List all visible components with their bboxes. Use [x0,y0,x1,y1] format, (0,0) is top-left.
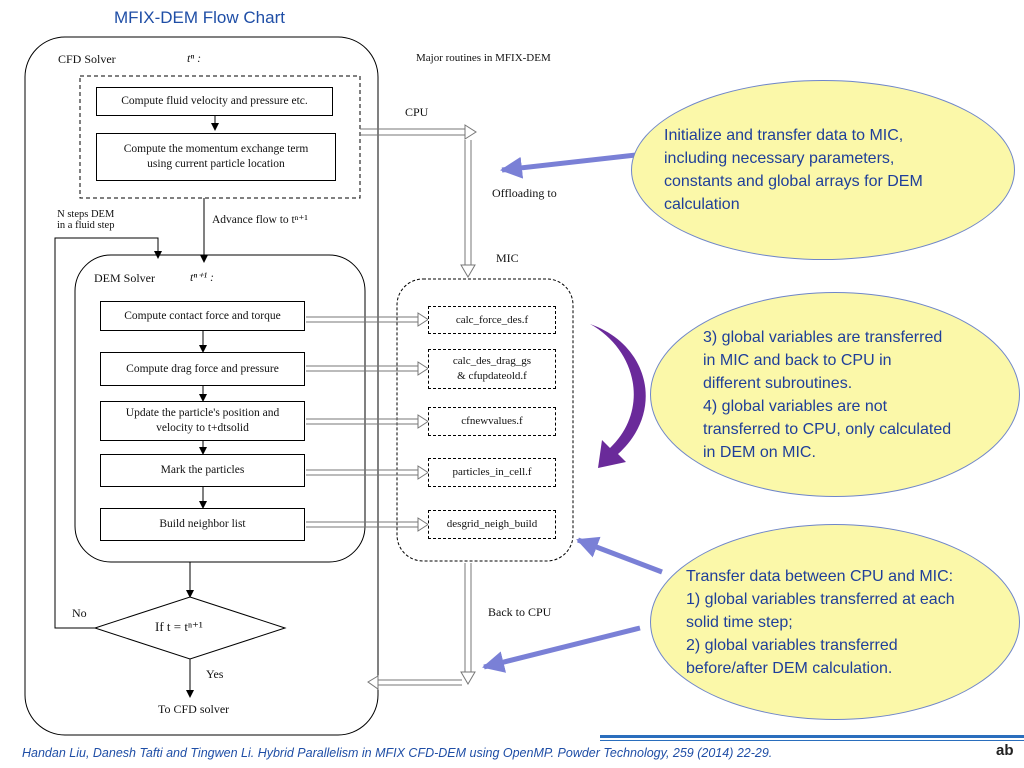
footer-rule-thin [600,740,1024,741]
dem-step-neighbor-list: Build neighbor list [100,508,305,541]
cfd-time-label: tⁿ : [187,51,202,65]
dem-step-drag-force: Compute drag force and pressure [100,352,305,386]
offloading-label: Offloading to [492,186,557,200]
callout-initialize: Initialize and transfer data to MIC, inc… [631,80,1015,260]
callout-arrow-initialize [500,152,637,179]
yes-label: Yes [206,667,224,681]
mic-label: MIC [496,251,519,265]
callout-transfer-text: Transfer data between CPU and MIC: 1) gl… [686,567,955,677]
back-to-cpu-head [460,671,476,685]
cfd-step-momentum: Compute the momentum exchange term using… [96,133,336,181]
no-loop-line [54,237,162,629]
dem-to-mic-links [306,316,418,528]
dem-time-label: tⁿ⁺¹ : [190,270,215,284]
callout-arrow-transfer-bottom [482,625,641,673]
return-to-cfd-line [378,679,462,686]
cfd-solver-frame [24,36,379,736]
nsteps-label: N steps DEM in a fluid step [57,209,115,231]
dem-step-mark-particles: Mark the particles [100,454,305,487]
no-label: No [72,606,87,620]
cpu-offload-top-head [464,124,477,140]
decision-label: If t = tⁿ⁺¹ [155,619,203,634]
callout-global-vars-text: 3) global variables are transferred in M… [703,328,952,461]
callout-arrow-transfer-top [576,536,663,575]
cpu-label: CPU [405,105,429,119]
return-to-cfd-head [367,675,379,690]
citation: Handan Liu, Danesh Tafti and Tingwen Li.… [22,746,773,760]
mic-routine-calc-force: calc_force_des.f [428,306,556,334]
offload-down-channel [464,140,472,265]
advance-flow-label: Advance flow to tⁿ⁺¹ [212,214,308,226]
mic-routine-cfnewvalues: cfnewvalues.f [428,407,556,436]
cpu-offload-top [360,128,465,136]
cfd-solver-label: CFD Solver [58,52,116,66]
cfd-step-fluid: Compute fluid velocity and pressure etc. [96,87,333,116]
callout-initialize-text: Initialize and transfer data to MIC, inc… [664,127,923,213]
footer-rule [600,735,1024,738]
mic-frame [396,278,574,562]
back-to-cpu-channel [464,563,472,672]
offload-down-head [460,264,476,278]
callout-global-vars: 3) global variables are transferred in M… [650,292,1020,497]
callout-transfer: Transfer data between CPU and MIC: 1) gl… [650,524,1020,720]
major-routines-header: Major routines in MFIX-DEM [416,52,551,64]
dem-step-update-position: Update the particle's position and veloc… [100,401,305,441]
back-to-cpu-label: Back to CPU [488,605,552,619]
curved-purple-arrow [590,324,646,468]
brand-fragment: ab [996,742,1014,759]
slide-title: MFIX-DEM Flow Chart [114,8,285,27]
mic-routine-particles-in-cell: particles_in_cell.f [428,458,556,487]
mic-routine-calc-drag: calc_des_drag_gs & cfupdateold.f [428,349,556,389]
dem-step-contact-force: Compute contact force and torque [100,301,305,331]
dem-solver-label: DEM Solver [94,271,155,285]
dem-to-mic-heads [417,312,429,532]
cfd-dashed-group [79,75,361,199]
to-cfd-solver-label: To CFD solver [158,702,230,716]
decision-diamond [93,596,287,660]
mic-routine-desgrid-neigh: desgrid_neigh_build [428,510,556,539]
